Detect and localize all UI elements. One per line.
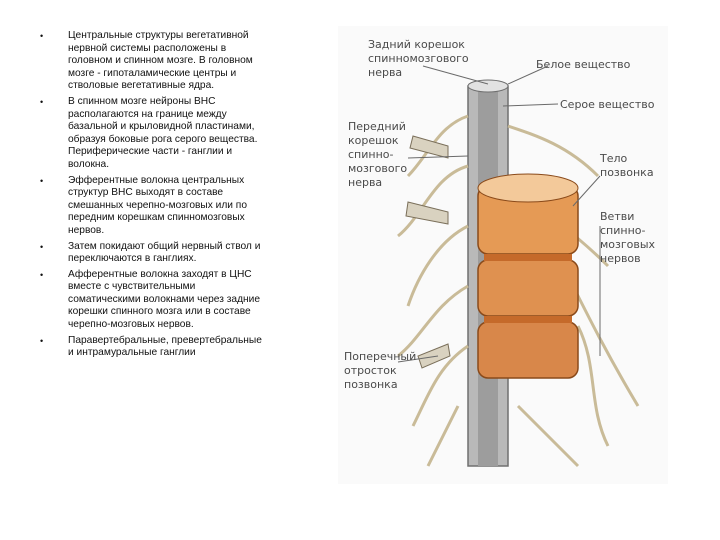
bullet-list: • Центральные структуры вегетативной нерв…	[40, 30, 265, 363]
leader-line	[507, 65, 549, 85]
nerve-fiber	[397, 284, 469, 358]
bullet-text: Затем покидают общий нервный ствол и пер…	[68, 240, 261, 265]
transverse-process	[405, 201, 449, 225]
bullet-text: Паравертебральные, превертебральные и ин…	[68, 334, 262, 359]
leader-line	[502, 103, 559, 107]
label-line: Поперечный	[344, 350, 416, 363]
bullet-text: Центральные структуры вегетативной нервн…	[68, 30, 253, 92]
label-line: Ветви	[600, 210, 634, 223]
leader-lines	[397, 65, 601, 363]
vertebral-body	[477, 259, 579, 317]
label-line: спинномозгового	[368, 52, 469, 65]
label-line: спинно-	[600, 224, 646, 237]
bullet-item: • Центральные структуры вегетативной нерв…	[40, 30, 265, 93]
cord-cross-section	[467, 79, 509, 93]
bullet-item: • Паравертебральные, превертебральные и и…	[40, 335, 265, 360]
vertebral-body-top	[477, 173, 579, 203]
label-line: Задний корешок	[368, 38, 465, 51]
transverse-processes	[405, 135, 451, 369]
label-transverse-process: Поперечный отросток позвонка	[344, 350, 420, 391]
nerve-fiber	[426, 405, 460, 467]
transverse-process	[417, 343, 451, 369]
label-line: нервов	[600, 252, 641, 265]
nerve-fiber	[406, 224, 469, 307]
bullet-item: • Эфферентные волокна центральных структу…	[40, 175, 265, 238]
label-line: Тело	[599, 152, 628, 165]
leader-line	[407, 155, 469, 159]
bullet-text: В спинном мозге нейроны ВНС располагаютс…	[68, 95, 258, 170]
nerve-fiber	[507, 124, 600, 178]
label-line: мозгового	[348, 162, 407, 175]
label-line: мозговых	[600, 238, 656, 251]
label-gray-matter: Серое вещество	[560, 98, 655, 111]
bullet-text: Афферентные волокна заходят в ЦНС вместе…	[68, 268, 260, 331]
label-line: позвонка	[344, 378, 398, 391]
label-line: позвонка	[600, 166, 654, 179]
bullet-marker: •	[40, 175, 44, 186]
intervertebral-disc	[484, 316, 572, 323]
bullet-marker: •	[40, 96, 44, 107]
label-vertebral-body: Тело позвонка	[599, 152, 654, 179]
bullet-item: • Афферентные волокна заходят в ЦНС вмест…	[40, 269, 265, 332]
vertebral-body	[477, 321, 579, 379]
spine-illustration: Задний корешок спинномозгового нерва Бел…	[338, 26, 668, 484]
nerve-fiber	[397, 164, 469, 238]
nerve-fiber	[411, 344, 469, 427]
label-line: нерва	[348, 176, 382, 189]
nerve-fiber	[516, 404, 580, 468]
label-line: Передний	[348, 120, 406, 133]
leader-line	[397, 355, 439, 363]
label-line: нерва	[368, 66, 402, 79]
label-spinal-branches: Ветви спинно- мозговых нервов	[600, 210, 659, 265]
bullet-marker: •	[40, 241, 44, 252]
bullet-item: • Затем покидают общий нервный ствол и пе…	[40, 241, 265, 266]
vertebral-bodies	[477, 173, 579, 379]
label-line: корешок	[348, 134, 399, 147]
label-line: отросток	[344, 364, 397, 377]
bullet-marker: •	[40, 335, 44, 346]
spine-drawing: Задний корешок спинномозгового нерва Бел…	[344, 38, 659, 468]
leader-line	[422, 65, 489, 85]
transverse-process	[409, 135, 449, 159]
nerve-fiber	[576, 325, 610, 447]
label-line: спинно-	[348, 148, 394, 161]
label-white-matter: Белое вещество	[536, 58, 631, 71]
intervertebral-disc	[484, 254, 572, 261]
bullet-text: Эфферентные волокна центральных структур…	[68, 174, 247, 236]
label-anterior-root: Передний корешок спинно- мозгового нерва	[348, 120, 411, 189]
leader-line	[572, 175, 601, 207]
bullet-marker: •	[40, 31, 44, 41]
label-posterior-root: Задний корешок спинномозгового нерва	[368, 38, 472, 79]
bullet-item: • В спинном мозге нейроны ВНС располагаю…	[40, 96, 265, 172]
bullet-marker: •	[40, 269, 44, 280]
